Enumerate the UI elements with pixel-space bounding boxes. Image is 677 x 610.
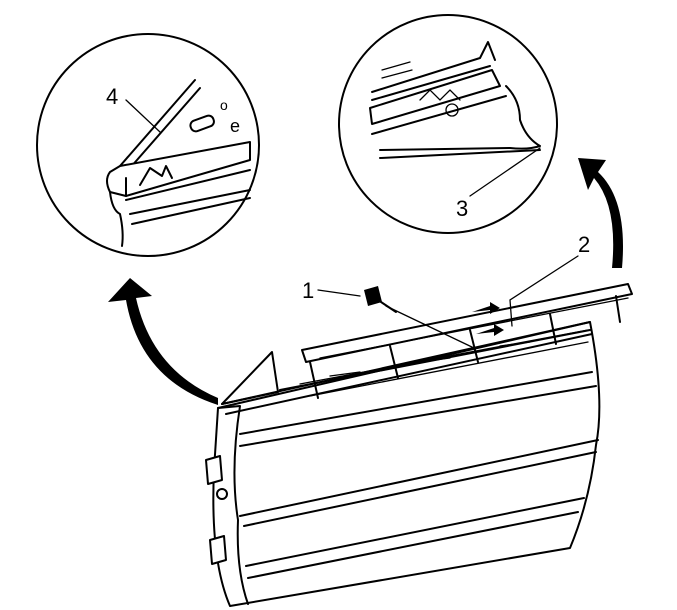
callout-2: 2: [578, 232, 590, 257]
belt-moulding: [301, 283, 633, 399]
callout-3: 3: [456, 196, 468, 221]
door-panel: [205, 321, 601, 607]
detail-circle-left: o e: [36, 33, 260, 257]
svg-text:e: e: [230, 116, 240, 136]
detail-circle-right: [338, 14, 558, 234]
arrow-right-curved: [578, 158, 623, 268]
callout-1: 1: [302, 278, 314, 303]
svg-text:o: o: [220, 97, 228, 113]
arrow-left-curved: [108, 278, 218, 405]
callout-4: 4: [106, 84, 118, 109]
leader-lines: [125, 99, 579, 349]
